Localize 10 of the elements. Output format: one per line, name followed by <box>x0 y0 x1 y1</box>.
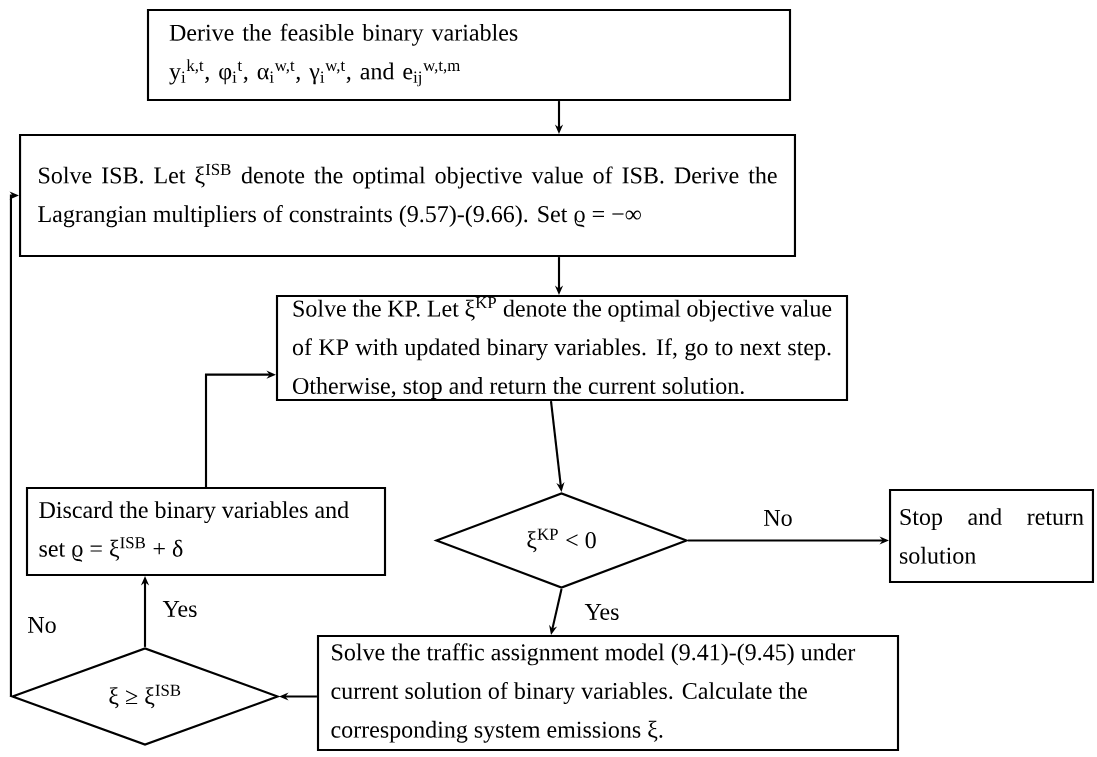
process-box: Derive the feasible binary variables y$_{i}$$^{k,t}$, φ$_{i}$$^{t}$, α$_{i}$$^{w,t}$, γ$_{i}$$^{w,t}$, and e$_{ij}$w,t,m <box>146 8 792 102</box>
process-box: Solve the KP. Let ξ$^{KP}$ denote the optimal objective value of KP with updated binary variables. If, go to next step. Otherwise, stop and return the current solution. <box>275 294 849 402</box>
edge-label: No <box>26 615 58 635</box>
edge-label: Yes <box>583 602 621 622</box>
process-box: Discard the binary variables and set ϱ = ξ$^{ISB}$ + δ <box>25 486 387 577</box>
process-box: Solve the traffic assignment model (9.41)-(9.45) under current solution of binary variables. Calculate the corresponding system emissions ξ. <box>316 634 900 752</box>
process-box: Solve ISB. Let ξ$^{ISB}$ denote the optimal objective value of ISB. Derive the Lagrangian multipliers of constraints (9.57)-(9.66). Set ϱ = −∞ <box>18 133 797 258</box>
process-box: Stop and return solution <box>888 488 1095 584</box>
edge-label: Yes <box>161 599 199 619</box>
edge-label: No <box>762 508 794 528</box>
